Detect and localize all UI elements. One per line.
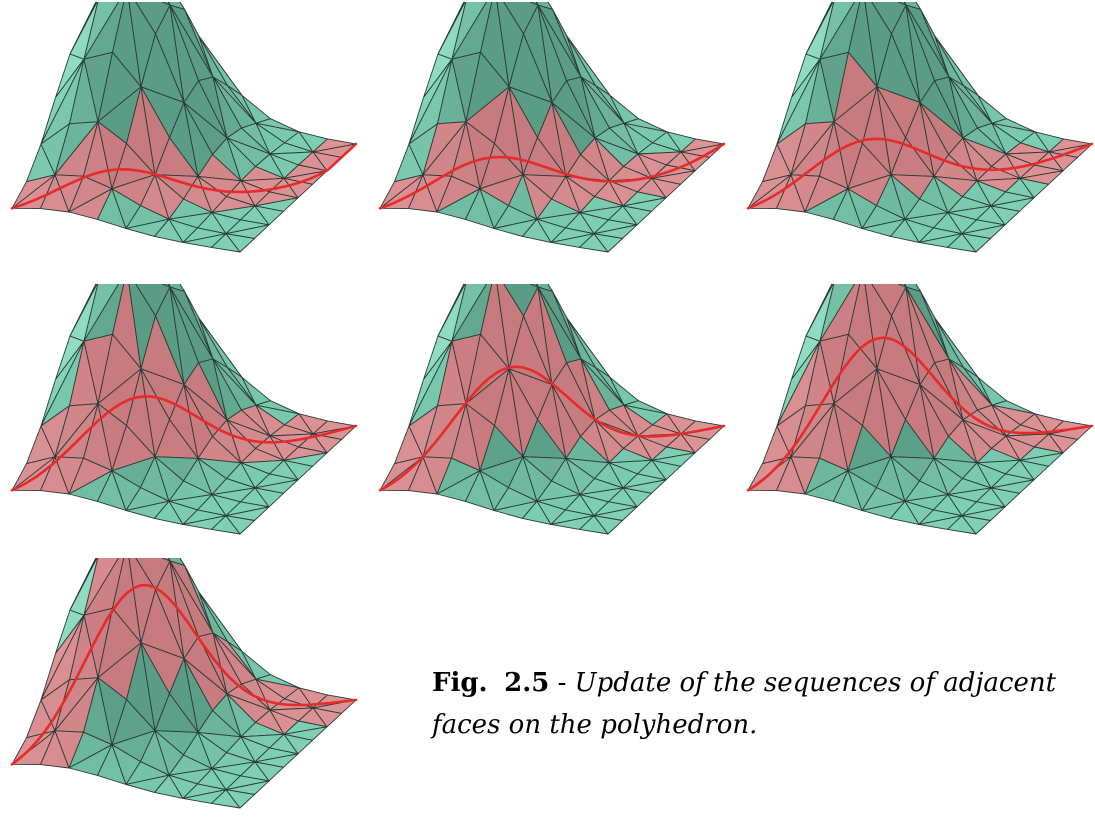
mesh-face	[990, 205, 1020, 226]
polyhedron-panel-6	[740, 284, 1095, 554]
polyhedron-panel-5	[372, 284, 732, 554]
shortest-path-line	[746, 336, 1094, 492]
shortest-path-line	[10, 583, 358, 766]
shortest-path-line	[10, 142, 358, 210]
path-face	[1048, 433, 1078, 454]
shortest-path-line	[746, 137, 1094, 210]
mesh-face	[961, 515, 991, 535]
mesh-face	[990, 487, 1020, 508]
mesh-face	[622, 487, 652, 508]
figure-caption: Fig. 2.5 - Update of the sequences of ad…	[432, 662, 1092, 746]
path-face	[680, 433, 710, 454]
caption-number: 2.5	[504, 668, 550, 698]
mesh-face	[283, 733, 313, 755]
mesh-face	[651, 459, 681, 481]
caption-text: Update of the sequences of adjacent face…	[432, 668, 1057, 740]
polyhedron-surface	[378, 2, 726, 253]
mesh-face	[1019, 459, 1049, 481]
mesh-face	[1019, 177, 1049, 199]
polyhedron-surface	[746, 2, 1094, 253]
caption-separator: -	[549, 668, 575, 698]
shortest-path-line	[10, 395, 358, 492]
shortest-path-line	[378, 142, 726, 210]
mesh-face	[254, 487, 284, 508]
polyhedron-surface	[746, 284, 1094, 535]
mesh-face	[225, 515, 255, 535]
mesh-face	[283, 459, 313, 481]
mesh-face	[254, 761, 284, 782]
mesh-face	[225, 233, 255, 253]
mesh-face	[622, 205, 652, 226]
path-face	[312, 433, 342, 454]
polyhedron-panel-2	[372, 2, 732, 272]
path-face	[283, 177, 313, 199]
caption-label: Fig.	[432, 668, 488, 698]
mesh-face	[961, 233, 991, 253]
polyhedron-surface	[10, 284, 358, 535]
polyhedron-panel-1	[4, 2, 364, 272]
path-face	[651, 177, 681, 199]
mesh-face	[225, 789, 255, 809]
polyhedron-surface	[10, 2, 358, 253]
polyhedron-panel-7	[4, 558, 364, 828]
polyhedron-surface	[10, 558, 358, 809]
polyhedron-panel-3	[740, 2, 1095, 272]
polyhedron-panel-4	[4, 284, 364, 554]
path-face	[312, 707, 342, 728]
mesh-face	[593, 515, 623, 535]
mesh-face	[593, 233, 623, 253]
mesh-face	[254, 205, 284, 226]
shortest-path-line	[378, 365, 726, 492]
polyhedron-surface	[378, 284, 726, 535]
